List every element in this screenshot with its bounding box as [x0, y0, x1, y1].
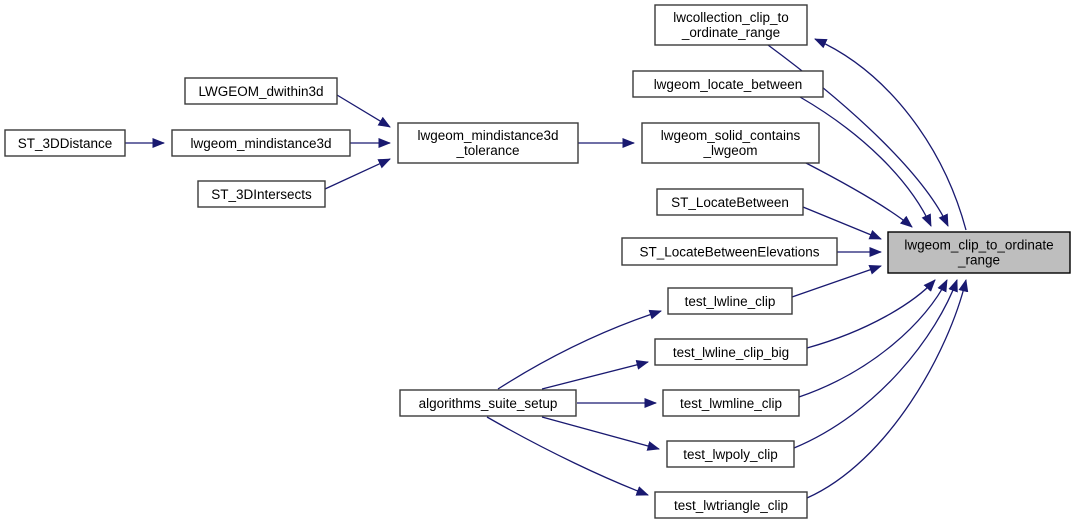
node-label-ST_LocateBetween: ST_LocateBetween: [671, 195, 789, 210]
node-label-algorithms_suite_setup: algorithms_suite_setup: [419, 396, 558, 411]
node-box-ST_LocateBetweenElevations[interactable]: [621, 237, 838, 266]
node-label-test_lwtriangle_clip: test_lwtriangle_clip: [674, 498, 788, 513]
node-label-test_lwline_clip: test_lwline_clip: [685, 294, 776, 309]
node-test_lwline_clip[interactable]: test_lwline_clip: [667, 287, 793, 315]
node-label-lwgeom_locate_between: lwgeom_locate_between: [654, 77, 803, 92]
node-ST_3DIntersects[interactable]: ST_3DIntersects: [197, 180, 326, 208]
node-lwgeom_clip_to_ordinate_range: lwgeom_clip_to_ordinate_range: [887, 231, 1071, 274]
edge-LWGEOM_dwithin3d-to-lwgeom_mindistance3d_tolerance: [336, 94, 391, 128]
edge-algorithms_suite_setup-to-test_lwpoly_clip: [541, 416, 660, 451]
node-lwgeom_locate_between[interactable]: lwgeom_locate_between: [632, 70, 824, 98]
node-lwgeom_mindistance3d_tolerance[interactable]: lwgeom_mindistance3d_tolerance: [397, 122, 579, 164]
node-lwgeom_mindistance3d[interactable]: lwgeom_mindistance3d: [171, 129, 351, 157]
node-ST_LocateBetween[interactable]: ST_LocateBetween: [656, 188, 804, 216]
node-ST_3DDistance[interactable]: ST_3DDistance: [4, 129, 126, 157]
node-label-lwgeom_clip_to_ordinate_range-line2: _range: [957, 253, 1000, 268]
node-label-lwgeom_solid_contains_lwgeom-line1: lwgeom_solid_contains: [661, 128, 801, 143]
edges-layer: [125, 38, 969, 499]
node-label-test_lwline_clip_big: test_lwline_clip_big: [673, 345, 789, 360]
edge-lwgeom_locate_between-to-lwgeom_clip_to_ordinate_range: [799, 96, 932, 227]
node-label-test_lwpoly_clip: test_lwpoly_clip: [683, 447, 778, 462]
node-test_lwtriangle_clip[interactable]: test_lwtriangle_clip: [654, 491, 808, 519]
edge-test_lwtriangle_clip-to-lwgeom_clip_to_ordinate_range: [806, 279, 969, 499]
edge-test_lwline_clip_big-to-lwgeom_clip_to_ordinate_range: [806, 279, 936, 349]
node-box-test_lwline_clip[interactable]: [667, 287, 793, 315]
node-box-ST_LocateBetween[interactable]: [656, 188, 804, 216]
node-box-lwgeom_locate_between[interactable]: [632, 70, 824, 98]
node-label-test_lwmline_clip: test_lwmline_clip: [680, 396, 782, 411]
node-ST_LocateBetweenElevations[interactable]: ST_LocateBetweenElevations: [621, 237, 838, 266]
node-label-ST_3DIntersects: ST_3DIntersects: [211, 187, 312, 202]
node-lwcollection_clip_to_ordinate_range[interactable]: lwcollection_clip_to_ordinate_range: [654, 4, 808, 46]
node-label-lwgeom_mindistance3d_tolerance-line1: lwgeom_mindistance3d: [417, 128, 558, 143]
node-test_lwline_clip_big[interactable]: test_lwline_clip_big: [654, 338, 808, 366]
edge-test_lwpoly_clip-to-lwgeom_clip_to_ordinate_range: [793, 279, 958, 449]
edge-algorithms_suite_setup-to-test_lwtriangle_clip: [486, 416, 649, 496]
node-box-LWGEOM_dwithin3d[interactable]: [184, 77, 338, 105]
edge-test_lwline_clip-to-lwgeom_clip_to_ordinate_range: [791, 265, 882, 298]
node-box-test_lwline_clip_big[interactable]: [654, 338, 808, 366]
edge-lwcollection_clip_to_ordinate_range-to-lwgeom_clip_to_ordinate_range: [767, 44, 949, 227]
node-label-lwgeom_mindistance3d: lwgeom_mindistance3d: [190, 136, 331, 151]
node-algorithms_suite_setup[interactable]: algorithms_suite_setup: [399, 389, 577, 417]
node-label-ST_LocateBetweenElevations: ST_LocateBetweenElevations: [639, 244, 819, 259]
node-box-test_lwpoly_clip[interactable]: [666, 440, 795, 468]
node-box-lwgeom_solid_contains_lwgeom[interactable]: [641, 122, 820, 164]
node-label-lwcollection_clip_to_ordinate_range-line2: _ordinate_range: [681, 25, 780, 40]
node-box-test_lwtriangle_clip[interactable]: [654, 491, 808, 519]
node-box-ST_3DDistance[interactable]: [4, 129, 126, 157]
edge-algorithms_suite_setup-to-test_lwline_clip_big: [541, 359, 649, 390]
node-box-lwcollection_clip_to_ordinate_range[interactable]: [654, 4, 808, 46]
nodes-layer: ST_3DDistance lwgeom_mindistance3d LWGEOM_…: [4, 4, 1071, 519]
node-box-algorithms_suite_setup[interactable]: [399, 389, 577, 417]
node-box-lwgeom_clip_to_ordinate_range: [887, 231, 1071, 274]
node-box-test_lwmline_clip[interactable]: [662, 389, 800, 417]
node-lwgeom_solid_contains_lwgeom[interactable]: lwgeom_solid_contains_lwgeom: [641, 122, 820, 164]
node-label-lwgeom_solid_contains_lwgeom-line2: _lwgeom: [702, 143, 757, 158]
edge-ST_3DIntersects-to-lwgeom_mindistance3d_tolerance: [324, 158, 391, 190]
node-label-lwgeom_mindistance3d_tolerance-line2: _tolerance: [455, 143, 519, 158]
node-box-lwgeom_mindistance3d[interactable]: [171, 129, 351, 157]
node-box-lwgeom_mindistance3d_tolerance[interactable]: [397, 122, 579, 164]
node-label-lwcollection_clip_to_ordinate_range-line1: lwcollection_clip_to: [673, 10, 789, 25]
node-LWGEOM_dwithin3d[interactable]: LWGEOM_dwithin3d: [184, 77, 338, 105]
node-label-lwgeom_clip_to_ordinate_range-line1: lwgeom_clip_to_ordinate: [904, 238, 1053, 253]
node-box-ST_3DIntersects[interactable]: [197, 180, 326, 208]
node-test_lwmline_clip[interactable]: test_lwmline_clip: [662, 389, 800, 417]
edge-lwgeom_solid_contains_lwgeom-to-lwgeom_clip_to_ordinate_range: [805, 162, 913, 228]
edge-ST_LocateBetween-to-lwgeom_clip_to_ordinate_range: [802, 206, 882, 240]
edge-lwgeom_clip_to_ordinate_range-to-lwcollection_clip_to_ordinate_range: [814, 38, 967, 231]
edge-algorithms_suite_setup-to-test_lwline_clip: [497, 309, 662, 390]
node-label-LWGEOM_dwithin3d: LWGEOM_dwithin3d: [198, 84, 323, 99]
edge-test_lwmline_clip-to-lwgeom_clip_to_ordinate_range: [798, 279, 948, 398]
node-label-ST_3DDistance: ST_3DDistance: [18, 136, 113, 151]
node-test_lwpoly_clip[interactable]: test_lwpoly_clip: [666, 440, 795, 468]
